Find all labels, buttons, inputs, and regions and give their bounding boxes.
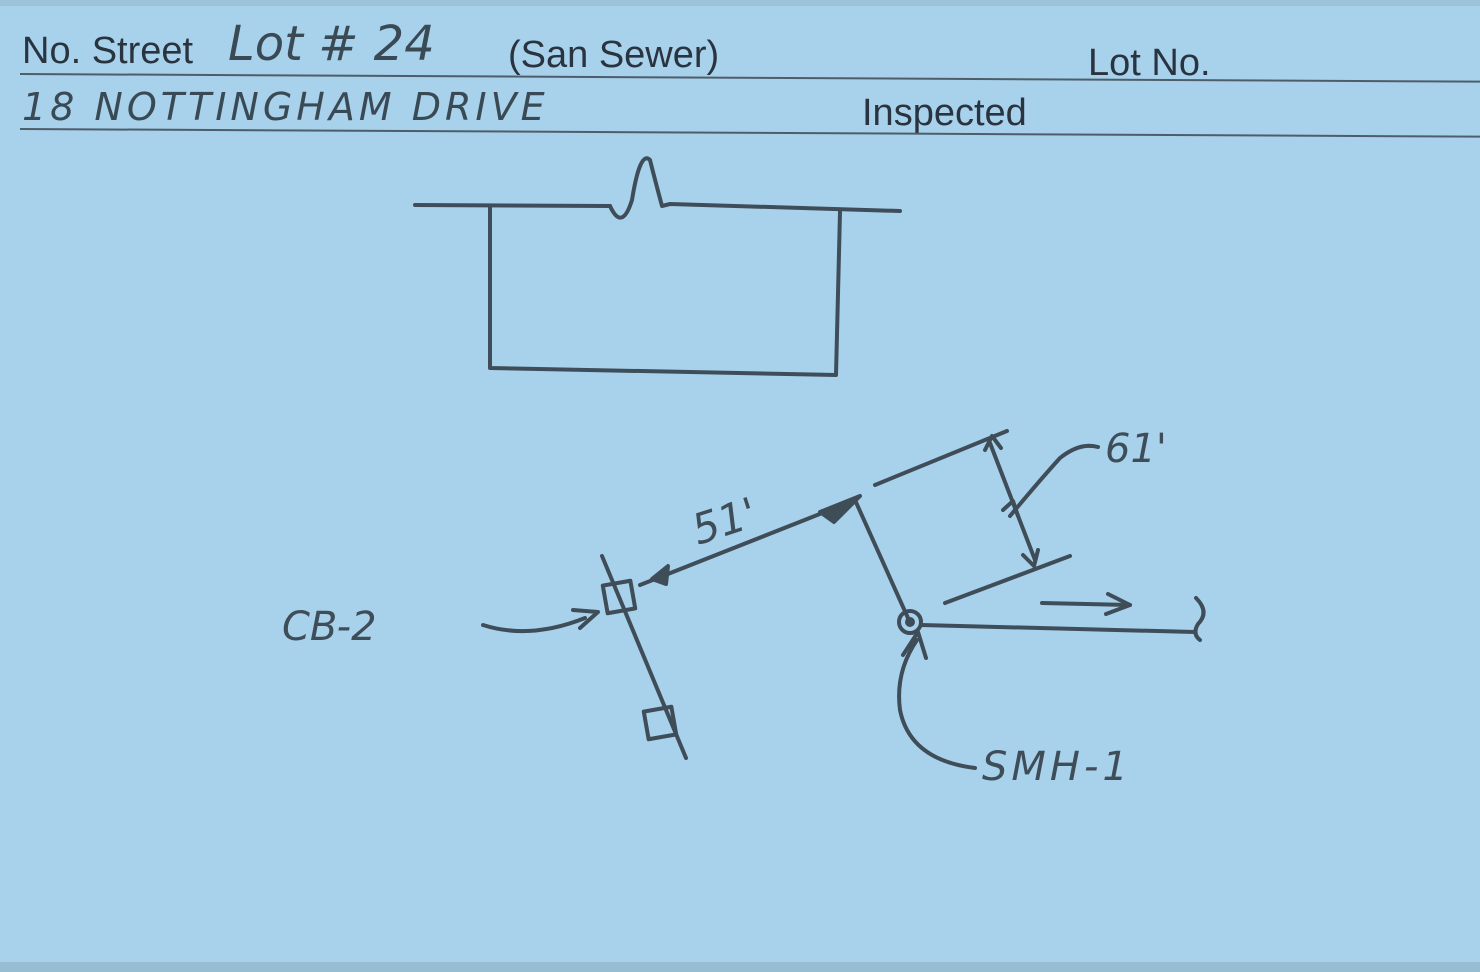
address-handwritten: 18 NOTTINGHAM DRIVE	[22, 85, 549, 129]
manhole-label: SMH-1	[982, 744, 1132, 790]
catch-basin-label: CB-2	[282, 604, 377, 650]
inspected-label: Inspected	[862, 92, 1027, 134]
street-value-handwritten: Lot # 24	[228, 16, 435, 72]
building-outline	[413, 156, 902, 377]
street-label: No. Street	[22, 30, 194, 72]
dimension-61-ft	[873, 429, 1100, 605]
card-bottom-edge	[0, 962, 1480, 972]
service-type: (San Sewer)	[508, 34, 720, 76]
cb2-leader	[481, 608, 600, 634]
card-top-edge	[0, 0, 1480, 6]
distance-label-51: 51'	[686, 488, 763, 555]
pipe-to-manhole	[853, 498, 910, 620]
lot-no-label: Lot No.	[1088, 42, 1211, 84]
distance-label-61: 61'	[1105, 426, 1167, 472]
manhole-smh1	[897, 592, 1206, 642]
catch-basin-cb2	[600, 554, 688, 760]
pipe-51-ft	[638, 494, 862, 587]
smh1-leader	[897, 630, 977, 770]
